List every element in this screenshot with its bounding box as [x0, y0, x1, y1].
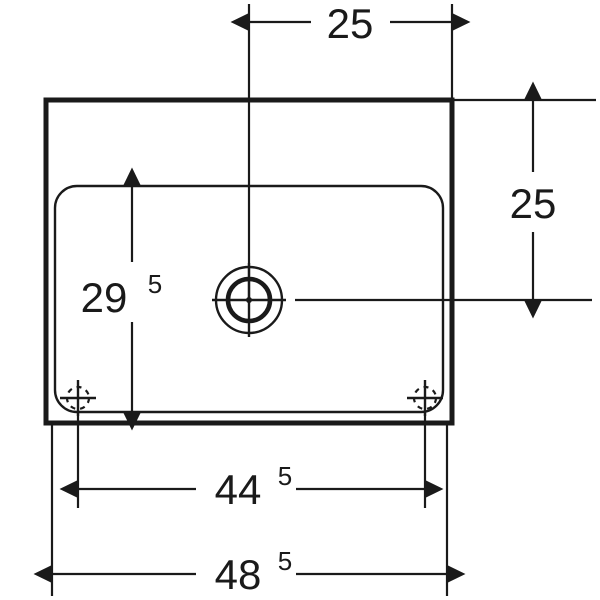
- dimension-label-top-25: 25: [327, 0, 374, 47]
- mounting-hole-marker-left: [60, 380, 96, 416]
- dimension-label-bottom-44: 44: [215, 466, 262, 513]
- dimension-right-25: 25: [452, 81, 596, 319]
- dimension-label-left-29: 29: [81, 274, 128, 321]
- dimension-left-29-5: 29 5: [81, 167, 162, 431]
- mounting-hole-marker-right: [407, 380, 443, 416]
- dimension-label-right-25: 25: [510, 180, 557, 227]
- dimension-bottom-44-5: 44 5: [59, 412, 444, 513]
- dimension-bottom-48-5: 48 5: [33, 423, 466, 598]
- dimension-label-bottom-44-superscript: 5: [278, 461, 292, 491]
- tap-hole-icon: [212, 263, 286, 337]
- dimension-top-25: 25: [230, 0, 471, 102]
- dimension-label-bottom-48: 48: [215, 551, 262, 598]
- dimension-label-bottom-48-superscript: 5: [278, 546, 292, 576]
- basin-outer-outline: [43, 97, 455, 426]
- dimension-label-left-29-superscript: 5: [148, 269, 162, 299]
